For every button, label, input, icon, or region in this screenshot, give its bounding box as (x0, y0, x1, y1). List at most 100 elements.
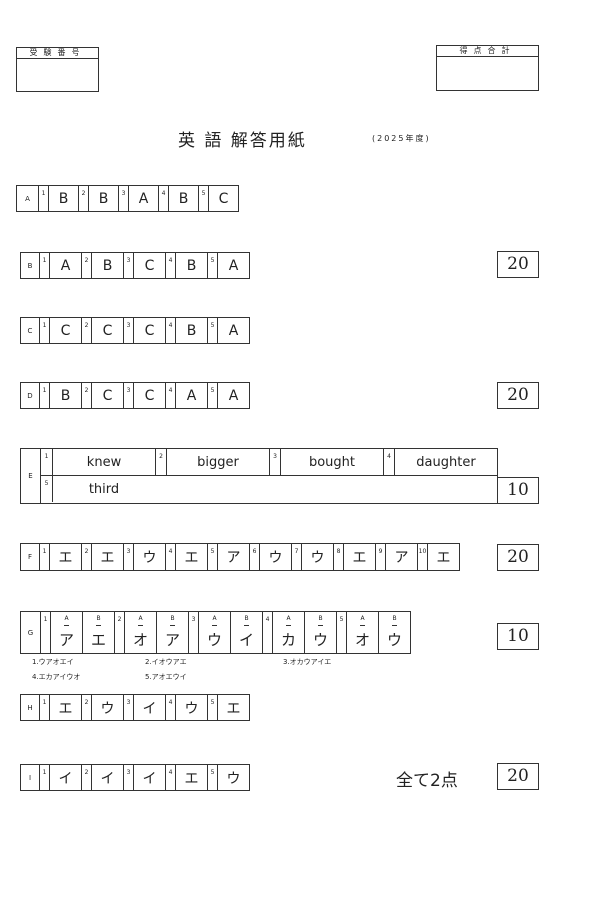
question-number: 5 (207, 695, 217, 720)
question-number: 4 (165, 253, 175, 278)
question-number: 5 (207, 253, 217, 278)
sub-label: A (212, 612, 217, 626)
answer-cell: C (91, 318, 123, 343)
question-number: 2 (81, 383, 91, 408)
score-box-i: 20 (497, 763, 539, 790)
question-number: 3 (118, 186, 128, 211)
answer-cell: ア (217, 544, 249, 570)
score-box-e: 10 (497, 477, 539, 504)
answer-cell: B (175, 318, 207, 343)
question-number: 1 (38, 186, 48, 211)
question-number: 3 (123, 318, 133, 343)
question-number: 2 (81, 695, 91, 720)
all-points-note: 全て2点 (396, 771, 458, 791)
score-box-b: 20 (497, 251, 539, 278)
answer-cell: イ (49, 765, 81, 790)
question-number: 4 (262, 612, 272, 653)
question-number: 3 (123, 695, 133, 720)
answer-value: イ (238, 631, 254, 649)
sub-label: B (244, 612, 249, 626)
answer-cell: daughter (394, 449, 497, 475)
answer-value: ア (164, 631, 180, 649)
exam-number-label: 受験番号 (17, 48, 98, 59)
question-number: 1 (39, 544, 49, 570)
question-number: 8 (333, 544, 343, 570)
answer-cell: C (133, 383, 165, 408)
question-number: 1 (39, 253, 49, 278)
answer-cell: knew (52, 449, 155, 475)
question-number: 5 (207, 544, 217, 570)
answer-cell: C (208, 186, 238, 211)
answer-cell: エ (91, 544, 123, 570)
answer-cell: C (49, 318, 81, 343)
answer-cell: ア (385, 544, 417, 570)
question-number: 4 (165, 695, 175, 720)
answer-cell: B (48, 186, 78, 211)
answer-cell: ウ (91, 695, 123, 720)
question-number: 4 (158, 186, 168, 211)
answer-value: カ (280, 631, 296, 649)
year-label: (2025年度) (372, 134, 431, 143)
answer-cell: B (168, 186, 198, 211)
question-number: 1 (39, 383, 49, 408)
answer-value: ア (58, 631, 74, 649)
question-number: 4 (383, 449, 394, 475)
answer-cell: C (133, 318, 165, 343)
answer-cell: A (217, 318, 249, 343)
section-label: F (27, 553, 33, 561)
question-number: 4 (165, 765, 175, 790)
question-number: 3 (123, 544, 133, 570)
answer-cell: ウ (259, 544, 291, 570)
question-number: 1 (39, 765, 49, 790)
answer-cell: エ (49, 695, 81, 720)
question-number: 3 (123, 765, 133, 790)
question-number: 4 (165, 383, 175, 408)
section-label: G (27, 628, 34, 637)
score-box-g: 10 (497, 623, 539, 650)
sub-label: B (170, 612, 175, 626)
sub-label: B (318, 612, 323, 626)
total-score-label: 得点合計 (437, 46, 538, 57)
section-label: A (25, 194, 30, 203)
sub-label: A (360, 612, 365, 626)
sub-label: B (96, 612, 101, 626)
score-box-d: 20 (497, 382, 539, 409)
question-number: 1 (39, 695, 49, 720)
question-number: 5 (207, 765, 217, 790)
answer-cell: A (49, 253, 81, 278)
question-number: 2 (81, 765, 91, 790)
question-number: 4 (165, 544, 175, 570)
answer-cell: third (52, 476, 155, 502)
answer-cell: ウ (133, 544, 165, 570)
answer-cell: エ (343, 544, 375, 570)
question-number: 2 (81, 544, 91, 570)
answer-cell: ウ (175, 695, 207, 720)
question-number: 7 (291, 544, 301, 570)
question-number: 2 (81, 318, 91, 343)
sub-label: A (286, 612, 291, 626)
question-number: 3 (123, 253, 133, 278)
g-note: 2.イオウアエ (145, 658, 187, 666)
answer-cell: エ (175, 544, 207, 570)
answer-value: ウ (206, 631, 222, 649)
answer-value: オ (132, 631, 148, 649)
question-number: 2 (81, 253, 91, 278)
question-number: 3 (188, 612, 198, 653)
question-number: 6 (249, 544, 259, 570)
answer-cell: イ (133, 765, 165, 790)
question-number: 1 (40, 612, 50, 653)
question-number: 1 (39, 318, 49, 343)
